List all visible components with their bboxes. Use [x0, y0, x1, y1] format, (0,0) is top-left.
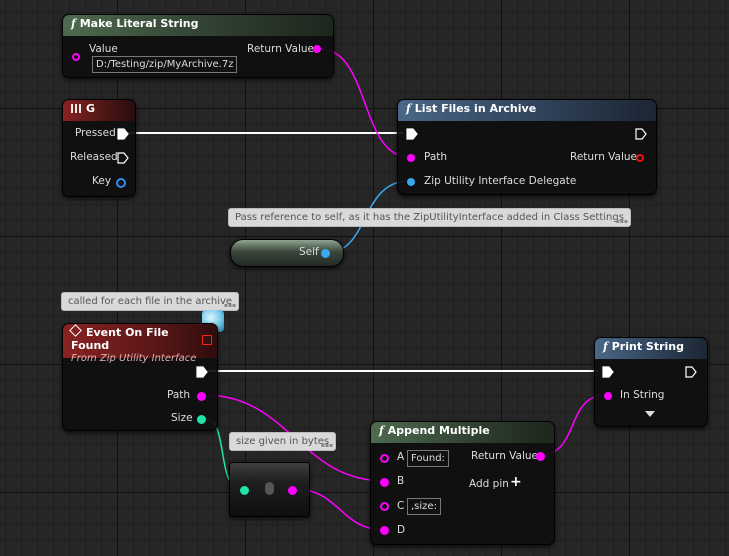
a-pin[interactable] — [380, 454, 389, 463]
self-label: Self — [299, 246, 319, 258]
delegate-label: Zip Utility Interface Delegate — [424, 175, 577, 187]
path-pin[interactable] — [407, 154, 415, 162]
self-pin[interactable] — [321, 249, 330, 258]
return-value-pin[interactable] — [636, 154, 644, 162]
c-label: C — [397, 500, 405, 512]
comment-text: size given in bytes — [236, 436, 330, 447]
key-pin[interactable] — [116, 178, 126, 188]
node-subtitle: From Zip Utility Interface — [71, 353, 197, 364]
event-header: Event On File Found From Zip Utility Int… — [63, 324, 217, 364]
path-label: Path — [167, 389, 191, 401]
return-value-pin[interactable] — [313, 45, 321, 53]
size-pin[interactable] — [197, 415, 206, 424]
self-comment: Pass reference to self, as it has the Zi… — [228, 208, 631, 227]
a-field[interactable]: Found: — [407, 450, 449, 467]
d-pin[interactable] — [380, 526, 389, 535]
return-value-pin[interactable] — [536, 452, 545, 461]
d-label: D — [397, 524, 406, 536]
node-title: G — [86, 102, 96, 115]
keyboard-icon — [71, 104, 82, 113]
in-string-label: In String — [620, 389, 665, 401]
function-icon: f — [406, 102, 411, 115]
breakpoint-icon[interactable] — [202, 335, 212, 345]
comment-corner-icon: ▪▪▪ — [223, 302, 237, 309]
size-label: Size — [171, 412, 193, 424]
return-value-label: Return Value — [570, 151, 638, 163]
self-reference-node[interactable]: Self — [230, 239, 344, 267]
conversion-output-pin[interactable] — [288, 486, 297, 495]
expand-arrow-icon[interactable] — [645, 411, 655, 417]
pressed-exec-pin[interactable] — [117, 128, 129, 140]
comment-text: called for each file in the archive — [68, 296, 233, 307]
a-label: A — [397, 451, 405, 463]
conversion-icon — [265, 482, 274, 495]
node-title: Event On File Found — [71, 326, 169, 352]
value-field[interactable]: D:/Testing/zip/MyArchive.7z — [92, 56, 238, 73]
comment-corner-icon: ▪▪▪ — [615, 218, 628, 225]
comment-text: Pass reference to self, as it has the Zi… — [235, 212, 624, 223]
c-field[interactable]: ,size: — [407, 498, 441, 515]
return-value-label: Return Value — [471, 450, 539, 462]
exec-in-pin[interactable] — [602, 366, 614, 378]
function-icon: f — [603, 340, 608, 353]
key-label: Key — [92, 175, 112, 187]
int-to-string-conversion-node[interactable] — [229, 462, 310, 517]
event-comment: called for each file in the archive▪▪▪ — [61, 292, 240, 311]
path-pin[interactable] — [197, 392, 206, 401]
exec-out-pin[interactable] — [635, 128, 647, 140]
return-value-label: Return Value — [247, 43, 315, 55]
comment-corner-icon: ▪▪▪ — [320, 442, 334, 449]
value-label: Value — [89, 43, 118, 55]
exec-out-pin[interactable] — [685, 366, 697, 378]
node-title: List Files in Archive — [414, 102, 537, 115]
event-on-file-found-node[interactable]: Event On File Found From Zip Utility Int… — [62, 323, 218, 431]
b-label: B — [397, 475, 405, 487]
g-key-header: G — [63, 100, 135, 121]
conversion-input-pin[interactable] — [240, 486, 249, 495]
add-pin-label: Add pin — [469, 478, 509, 490]
in-string-pin[interactable] — [604, 392, 612, 400]
exec-out-pin[interactable] — [196, 366, 208, 378]
node-title: Make Literal String — [79, 17, 199, 30]
delegate-pin[interactable] — [407, 178, 415, 186]
c-pin[interactable] — [380, 502, 389, 511]
g-key-event-node[interactable]: G Pressed Released Key — [62, 99, 136, 197]
function-icon: f — [379, 424, 384, 437]
size-comment: size given in bytes▪▪▪ — [229, 432, 337, 451]
event-diamond-icon — [69, 324, 82, 337]
node-title: Print String — [611, 340, 684, 353]
wire-literal-to-path — [319, 48, 410, 158]
released-label: Released — [70, 151, 118, 163]
value-pin[interactable] — [72, 53, 80, 61]
node-title: Append Multiple — [387, 424, 490, 437]
function-icon: f — [71, 17, 76, 30]
add-pin-icon[interactable]: + — [510, 474, 522, 490]
path-label: Path — [424, 151, 448, 163]
b-pin[interactable] — [380, 478, 389, 487]
exec-in-pin[interactable] — [406, 128, 418, 140]
pressed-label: Pressed — [75, 127, 116, 139]
released-exec-pin[interactable] — [117, 152, 129, 164]
